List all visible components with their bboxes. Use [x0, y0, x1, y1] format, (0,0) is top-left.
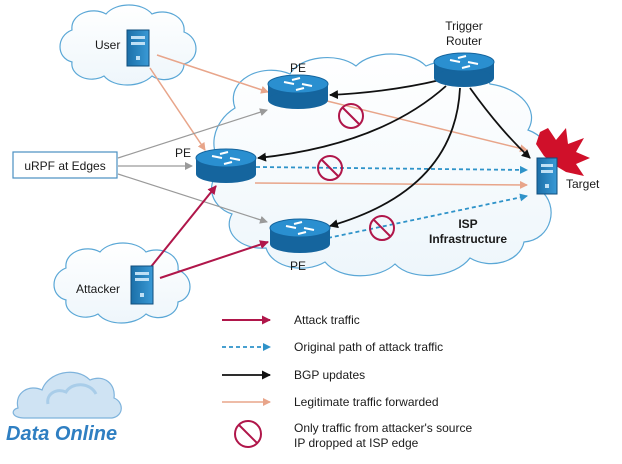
pe-top-router-icon[interactable]: [267, 74, 329, 109]
attacker-label: Attacker: [76, 282, 120, 296]
user-server-icon[interactable]: [126, 29, 150, 67]
attacker-server-icon[interactable]: [130, 265, 154, 305]
legend: Attack traffic Original path of attack t…: [222, 313, 472, 450]
bgp-to-pe-top: [329, 79, 441, 100]
pe-mid-router-icon[interactable]: [195, 148, 257, 183]
legit-user-to-pe-top: [156, 54, 269, 94]
drop-symbol-mid: [317, 155, 343, 181]
legend-dropped-text-2: IP dropped at ISP edge: [294, 436, 419, 450]
trigger-label-2: Router: [446, 34, 482, 48]
legend-legit-text: Legitimate traffic forwarded: [294, 395, 439, 409]
legend-dropped-text-1: Only traffic from attacker's source: [294, 421, 472, 435]
pe-bottom-label: PE: [290, 259, 306, 273]
original-pe-mid-to-target: [255, 165, 528, 174]
drop-symbol-bottom: [369, 215, 395, 241]
attack-to-pe-mid: [149, 185, 217, 269]
urpf-to-pe-bottom: [117, 173, 268, 224]
user-label: User: [95, 38, 120, 52]
urpf-box: [12, 151, 118, 179]
trigger-router-icon[interactable]: [433, 52, 495, 87]
target-server-icon[interactable]: [536, 157, 558, 195]
trigger-label-1: Trigger: [445, 19, 483, 33]
bgp-to-pe-bottom: [329, 87, 461, 229]
bgp-to-target: [469, 87, 531, 159]
legend-original-text: Original path of attack traffic: [294, 340, 443, 354]
original-pe-bottom-to-target: [327, 193, 528, 239]
pe-bottom-router-icon[interactable]: [269, 218, 331, 253]
target-label: Target: [566, 177, 600, 191]
bgp-to-pe-mid: [257, 85, 447, 162]
legit-user-to-pe-mid: [149, 67, 206, 151]
isp-label-2: Infrastructure: [429, 232, 507, 246]
attack-to-pe-bottom: [159, 240, 269, 279]
legend-drop-icon: [234, 420, 262, 448]
legend-bgp-text: BGP updates: [294, 368, 365, 382]
isp-label-1: ISP: [458, 217, 477, 231]
attacker-cloud: [53, 242, 191, 324]
urpf-to-pe-top: [117, 108, 268, 159]
pe-top-label: PE: [290, 61, 306, 75]
legit-pe-mid-to-target: [254, 180, 528, 189]
legend-attack-text: Attack traffic: [294, 313, 360, 327]
pe-mid-label: PE: [175, 146, 191, 160]
logo-text: Data Online: [6, 423, 117, 445]
target-burst-icon: [536, 128, 590, 176]
logo-cloud-icon: [12, 371, 122, 419]
urpf-label: uRPF at Edges: [24, 159, 105, 173]
drop-symbol-top: [338, 103, 364, 129]
